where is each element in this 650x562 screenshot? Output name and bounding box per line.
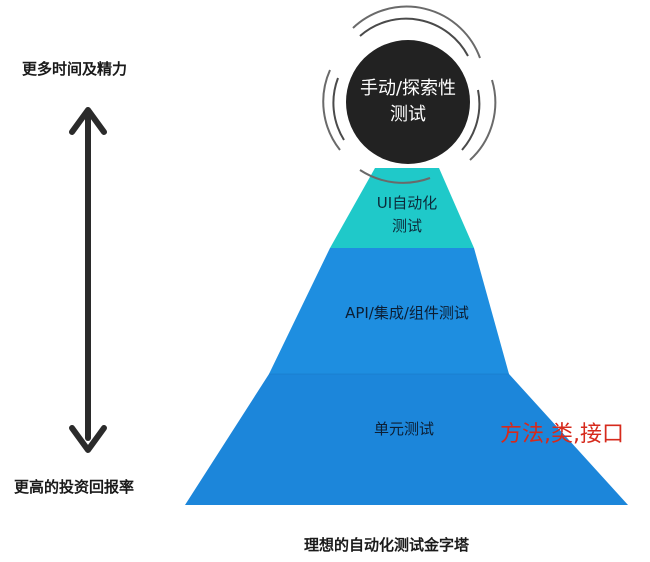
- pyramid-api-layer: [269, 248, 509, 374]
- bottom-axis-label: 更高的投资回报率: [14, 478, 135, 496]
- apex-label-line2: 测试: [390, 104, 426, 125]
- apex-rings: [322, 5, 497, 184]
- ui-layer-label-line1: UI自动化: [377, 194, 437, 212]
- double-arrow-icon: [69, 107, 107, 453]
- apex-label-line1: 手动/探索性: [360, 78, 456, 99]
- api-layer-label: API/集成/组件测试: [345, 304, 469, 322]
- diagram-caption: 理想的自动化测试金字塔: [304, 536, 470, 554]
- unit-layer-label: 单元测试: [374, 420, 434, 438]
- apex-circle: [346, 40, 470, 164]
- unit-annotation: 方法,类,接口: [500, 422, 624, 447]
- pyramid-ui-layer: [330, 168, 474, 248]
- pyramid-unit-layer: [185, 374, 628, 505]
- top-axis-label: 更多时间及精力: [22, 60, 128, 78]
- ui-layer-label-line2: 测试: [392, 217, 422, 235]
